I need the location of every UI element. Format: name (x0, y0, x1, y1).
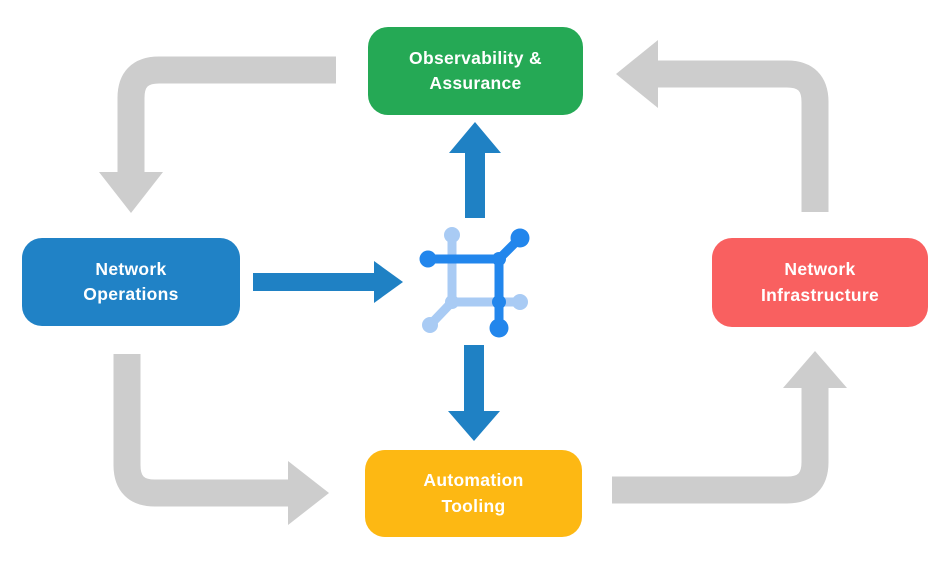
arrow-head-right (288, 461, 329, 525)
network-mesh-icon (419, 227, 530, 338)
arrow-shaft (658, 60, 829, 212)
node-label: Automation Tooling (423, 470, 524, 516)
arrow-head-down (99, 172, 163, 213)
arrow-center-to-observability (449, 122, 501, 218)
arrow-head-right (374, 261, 403, 303)
arrow-shaft (113, 354, 288, 507)
arrow-head-up (449, 122, 501, 153)
mesh-dark-branch (419, 228, 530, 338)
arrow-head-left (616, 40, 658, 108)
node-label: Network Infrastructure (761, 259, 879, 305)
node-label: Network Operations (83, 258, 179, 304)
arrow-shaft (117, 56, 336, 174)
arrow-head-down (448, 411, 500, 441)
node-observability-assurance: Observability & Assurance (368, 27, 583, 115)
node-network-infrastructure: Network Infrastructure (712, 238, 928, 327)
arrow-shaft (612, 388, 829, 504)
arrow-operations-to-center (253, 261, 403, 303)
arrow-operations-to-automation (113, 354, 329, 525)
node-label: Observability & Assurance (409, 47, 542, 93)
arrow-center-to-automation (448, 345, 500, 441)
arrow-head-up (783, 351, 847, 388)
node-automation-tooling: Automation Tooling (365, 450, 582, 537)
arrow-infrastructure-to-observability (616, 40, 829, 212)
arrow-observability-to-operations (99, 56, 336, 213)
arrow-automation-to-infrastructure (612, 351, 847, 504)
node-network-operations: Network Operations (22, 238, 240, 326)
